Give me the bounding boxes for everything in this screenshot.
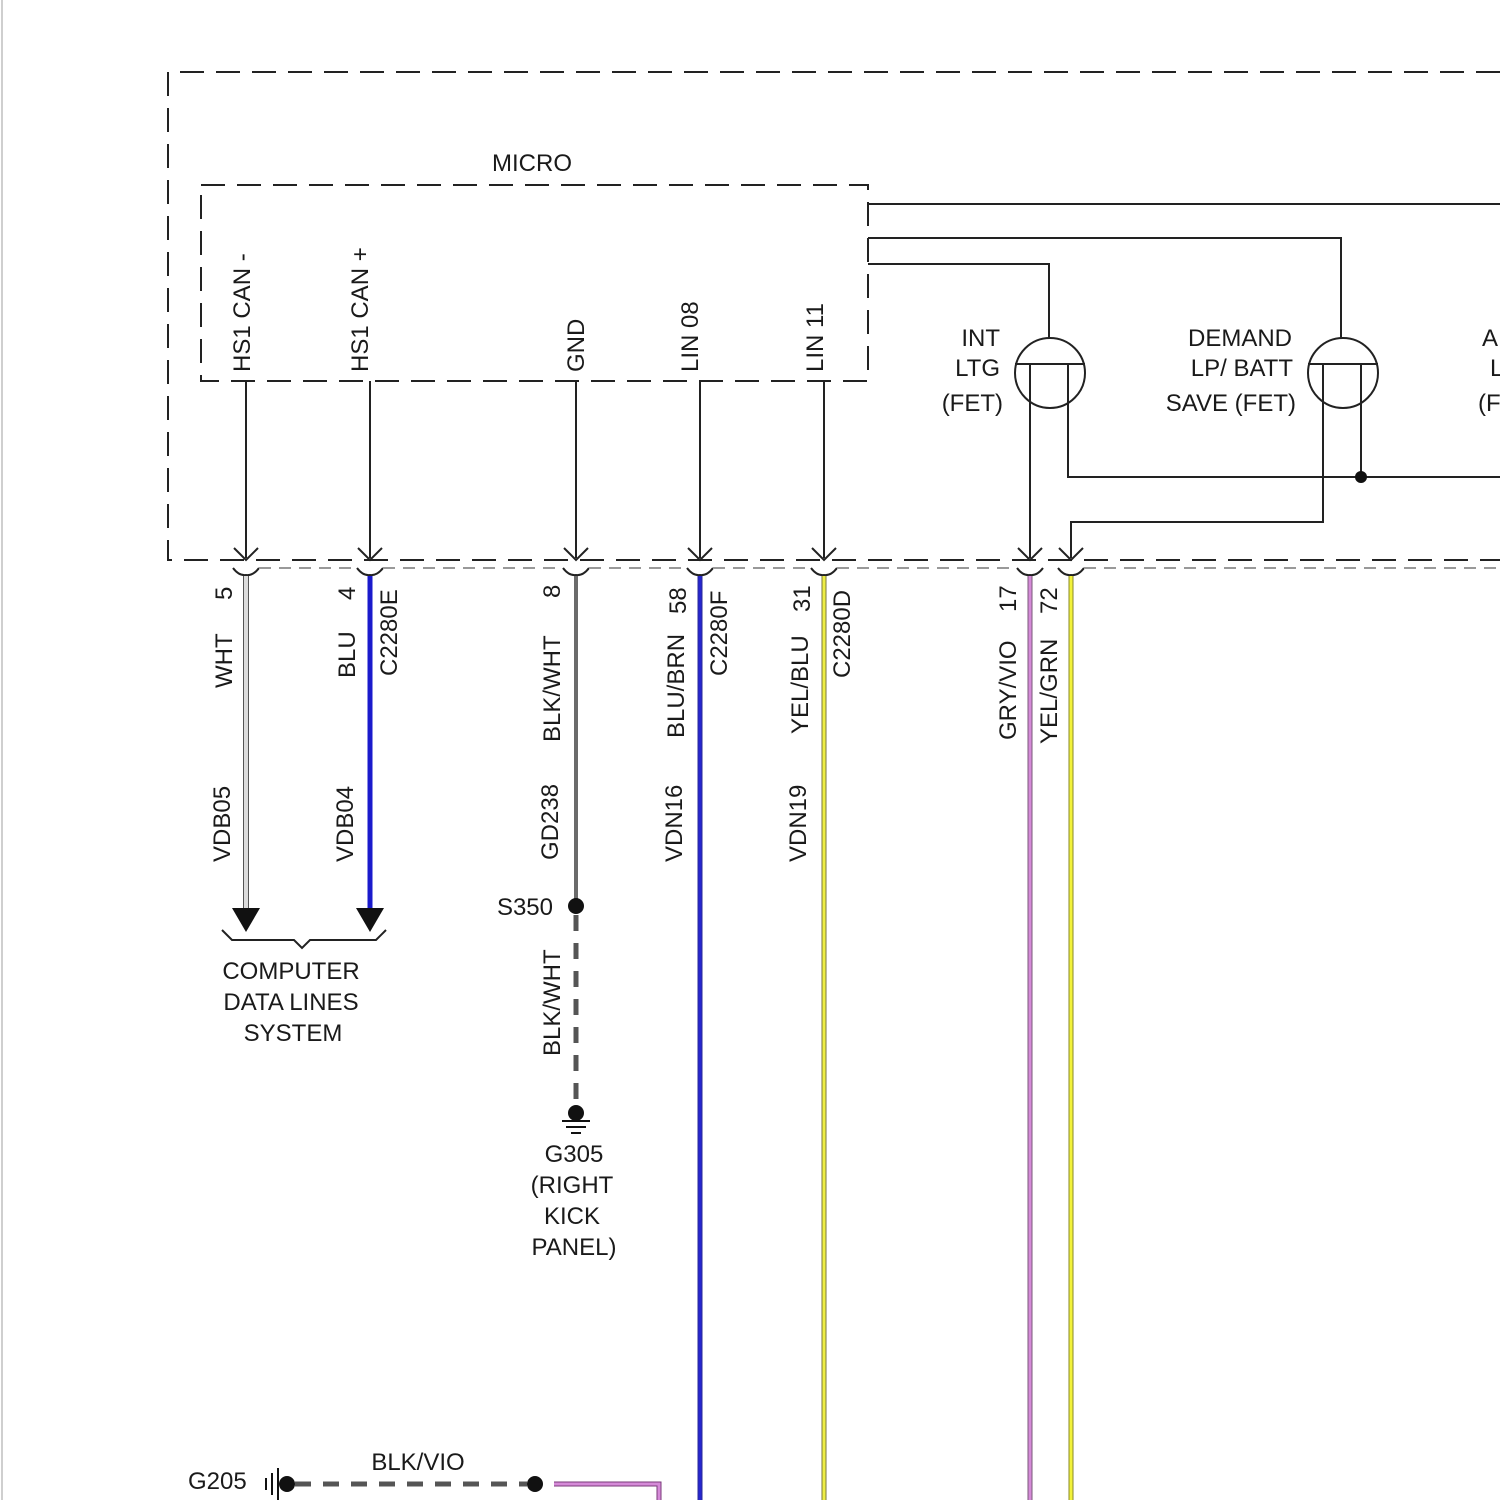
arrow-down-icon <box>356 908 384 932</box>
svg-text:5: 5 <box>211 587 238 600</box>
connector-cups <box>233 568 1500 575</box>
svg-text:(F: (F <box>1478 390 1500 417</box>
wire-gnd <box>562 576 590 1133</box>
splice-label: S350 <box>497 894 553 921</box>
svg-text:WHT: WHT <box>211 633 238 688</box>
pin-name-hs1-can-minus: HS1 CAN - <box>229 253 256 372</box>
svg-text:L: L <box>1490 355 1500 382</box>
wire-labels: 5 WHT VDB05 4 BLU C2280E VDB04 8 BLK/WHT… <box>209 585 1063 1056</box>
svg-text:BLU: BLU <box>334 631 361 678</box>
svg-text:8: 8 <box>539 585 566 598</box>
svg-text:DATA LINES: DATA LINES <box>223 989 358 1016</box>
svg-text:A: A <box>1482 325 1498 352</box>
pin-name-hs1-can-plus: HS1 CAN + <box>347 247 374 372</box>
system-bracket <box>222 930 386 948</box>
pin-name-lin-08: LIN 08 <box>677 301 704 372</box>
micro-box <box>201 185 868 381</box>
ground-g305-label: G305 (RIGHT KICK PANEL) <box>531 1141 617 1261</box>
svg-text:PANEL): PANEL) <box>532 1234 617 1261</box>
svg-text:LTG: LTG <box>955 355 1000 382</box>
junction-dot <box>1355 471 1367 483</box>
micro-label: MICRO <box>492 150 572 177</box>
svg-text:SYSTEM: SYSTEM <box>244 1020 343 1047</box>
splice-dot <box>568 898 584 914</box>
svg-text:17: 17 <box>995 585 1022 612</box>
svg-text:BLK/VIO: BLK/VIO <box>371 1449 464 1476</box>
svg-text:VDN19: VDN19 <box>785 785 812 862</box>
svg-text:DEMAND: DEMAND <box>1188 325 1292 352</box>
svg-text:4: 4 <box>334 587 361 600</box>
svg-text:C2280F: C2280F <box>706 591 733 676</box>
svg-text:YEL/GRN: YEL/GRN <box>1036 639 1063 744</box>
svg-text:BLU/BRN: BLU/BRN <box>663 634 690 738</box>
svg-text:(FET): (FET) <box>942 390 1003 417</box>
svg-text:GRY/VIO: GRY/VIO <box>995 640 1022 740</box>
fet-label-demand-lp: DEMAND LP/ BATT SAVE (FET) <box>1166 325 1296 417</box>
ground-g205: G205 BLK/VIO <box>188 1449 659 1500</box>
svg-text:COMPUTER: COMPUTER <box>222 958 359 985</box>
pin-name-gnd: GND <box>563 319 590 372</box>
svg-text:G205: G205 <box>188 1468 247 1495</box>
svg-text:58: 58 <box>665 587 692 614</box>
svg-text:YEL/BLU: YEL/BLU <box>787 635 814 734</box>
svg-text:INT: INT <box>961 325 1000 352</box>
svg-text:KICK: KICK <box>544 1203 600 1230</box>
svg-text:BLK/WHT: BLK/WHT <box>539 635 566 742</box>
svg-text:LP/ BATT: LP/ BATT <box>1191 355 1294 382</box>
svg-text:C2280E: C2280E <box>376 589 403 676</box>
svg-text:31: 31 <box>789 585 816 612</box>
connector-arrows <box>234 548 1083 560</box>
arrow-down-icon <box>232 908 260 932</box>
svg-text:GD238: GD238 <box>537 784 564 860</box>
svg-text:C2280D: C2280D <box>829 590 856 678</box>
fet-label-int-ltg: INT LTG (FET) <box>942 325 1003 417</box>
pin-name-lin-11: LIN 11 <box>802 303 829 372</box>
wire-hs1-can-minus <box>232 576 260 932</box>
svg-text:VDN16: VDN16 <box>661 785 688 862</box>
svg-text:G305: G305 <box>545 1141 604 1168</box>
computer-data-lines-label: COMPUTER DATA LINES SYSTEM <box>222 958 359 1047</box>
svg-text:72: 72 <box>1036 587 1063 614</box>
svg-text:BLK/WHT: BLK/WHT <box>539 949 566 1056</box>
micro-control-lines <box>868 204 1500 338</box>
ground-dot <box>568 1105 584 1121</box>
svg-text:SAVE (FET): SAVE (FET) <box>1166 390 1296 417</box>
svg-text:(RIGHT: (RIGHT <box>531 1172 614 1199</box>
svg-text:VDB04: VDB04 <box>332 786 359 862</box>
svg-text:VDB05: VDB05 <box>209 786 236 862</box>
fet-label-third: A L (F <box>1478 325 1500 417</box>
